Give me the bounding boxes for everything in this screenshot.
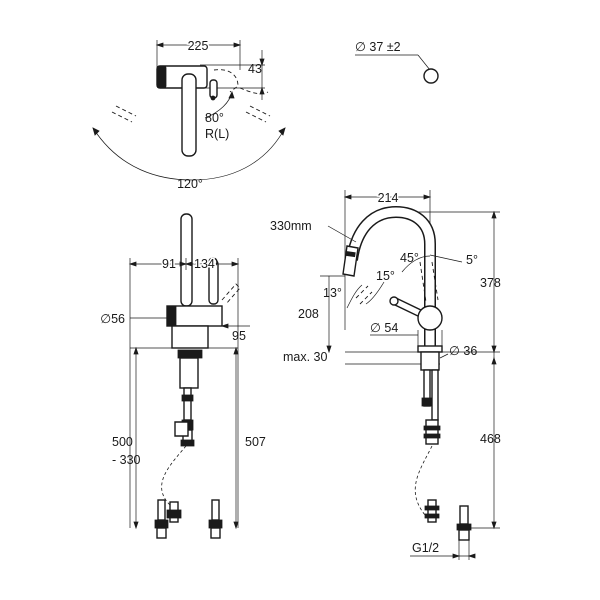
dim-91-label: 91: [162, 257, 176, 271]
spout-330-label: 330mm: [270, 219, 312, 233]
front-spout: [180, 213, 193, 307]
dim-95-label: 95: [232, 329, 246, 343]
swivel-side-label: R(L): [205, 127, 229, 141]
button-diameter-label: ∅ 37 ±2: [355, 40, 401, 54]
button-circle: [423, 68, 439, 84]
side-body: [417, 305, 443, 331]
dim-36-label: ∅ 36: [449, 344, 477, 358]
dim-507-label: 507: [245, 435, 266, 449]
dim-500-label: 500: [112, 435, 133, 449]
angle-45-label: 45°: [400, 251, 419, 265]
dim-378-label: 378: [480, 276, 501, 290]
angle-13-label: 13°: [323, 286, 342, 300]
angle-80-label: 80°: [205, 111, 224, 125]
front-view: 91 134 ∅56 95: [100, 213, 266, 539]
dim-330-label: - 330: [112, 453, 141, 467]
dim-43-label: 43: [248, 62, 262, 76]
button-detail: ∅ 37 ±2: [355, 40, 439, 84]
dim-54-label: ∅ 54: [370, 321, 398, 335]
angle-120-label: 120°: [177, 177, 203, 191]
angle-15-label: 15°: [376, 269, 395, 283]
dim-214-label: 214: [378, 191, 399, 205]
top-view-spout: [181, 73, 197, 157]
dim-208-label: 208: [298, 307, 319, 321]
dim-134-label: 134: [194, 257, 215, 271]
dim-56-label: ∅56: [100, 312, 125, 326]
side-view: 214 378 330mm 45° 5° 15° 13°: [270, 190, 501, 560]
max-30-label: max. 30: [283, 350, 328, 364]
angle-5-label: 5°: [466, 253, 478, 267]
dim-225-label: 225: [188, 39, 209, 53]
top-view: 225 43 80° R(L) 120°: [92, 38, 286, 191]
dim-468-label: 468: [480, 432, 501, 446]
thread-label: G1/2: [412, 541, 439, 555]
